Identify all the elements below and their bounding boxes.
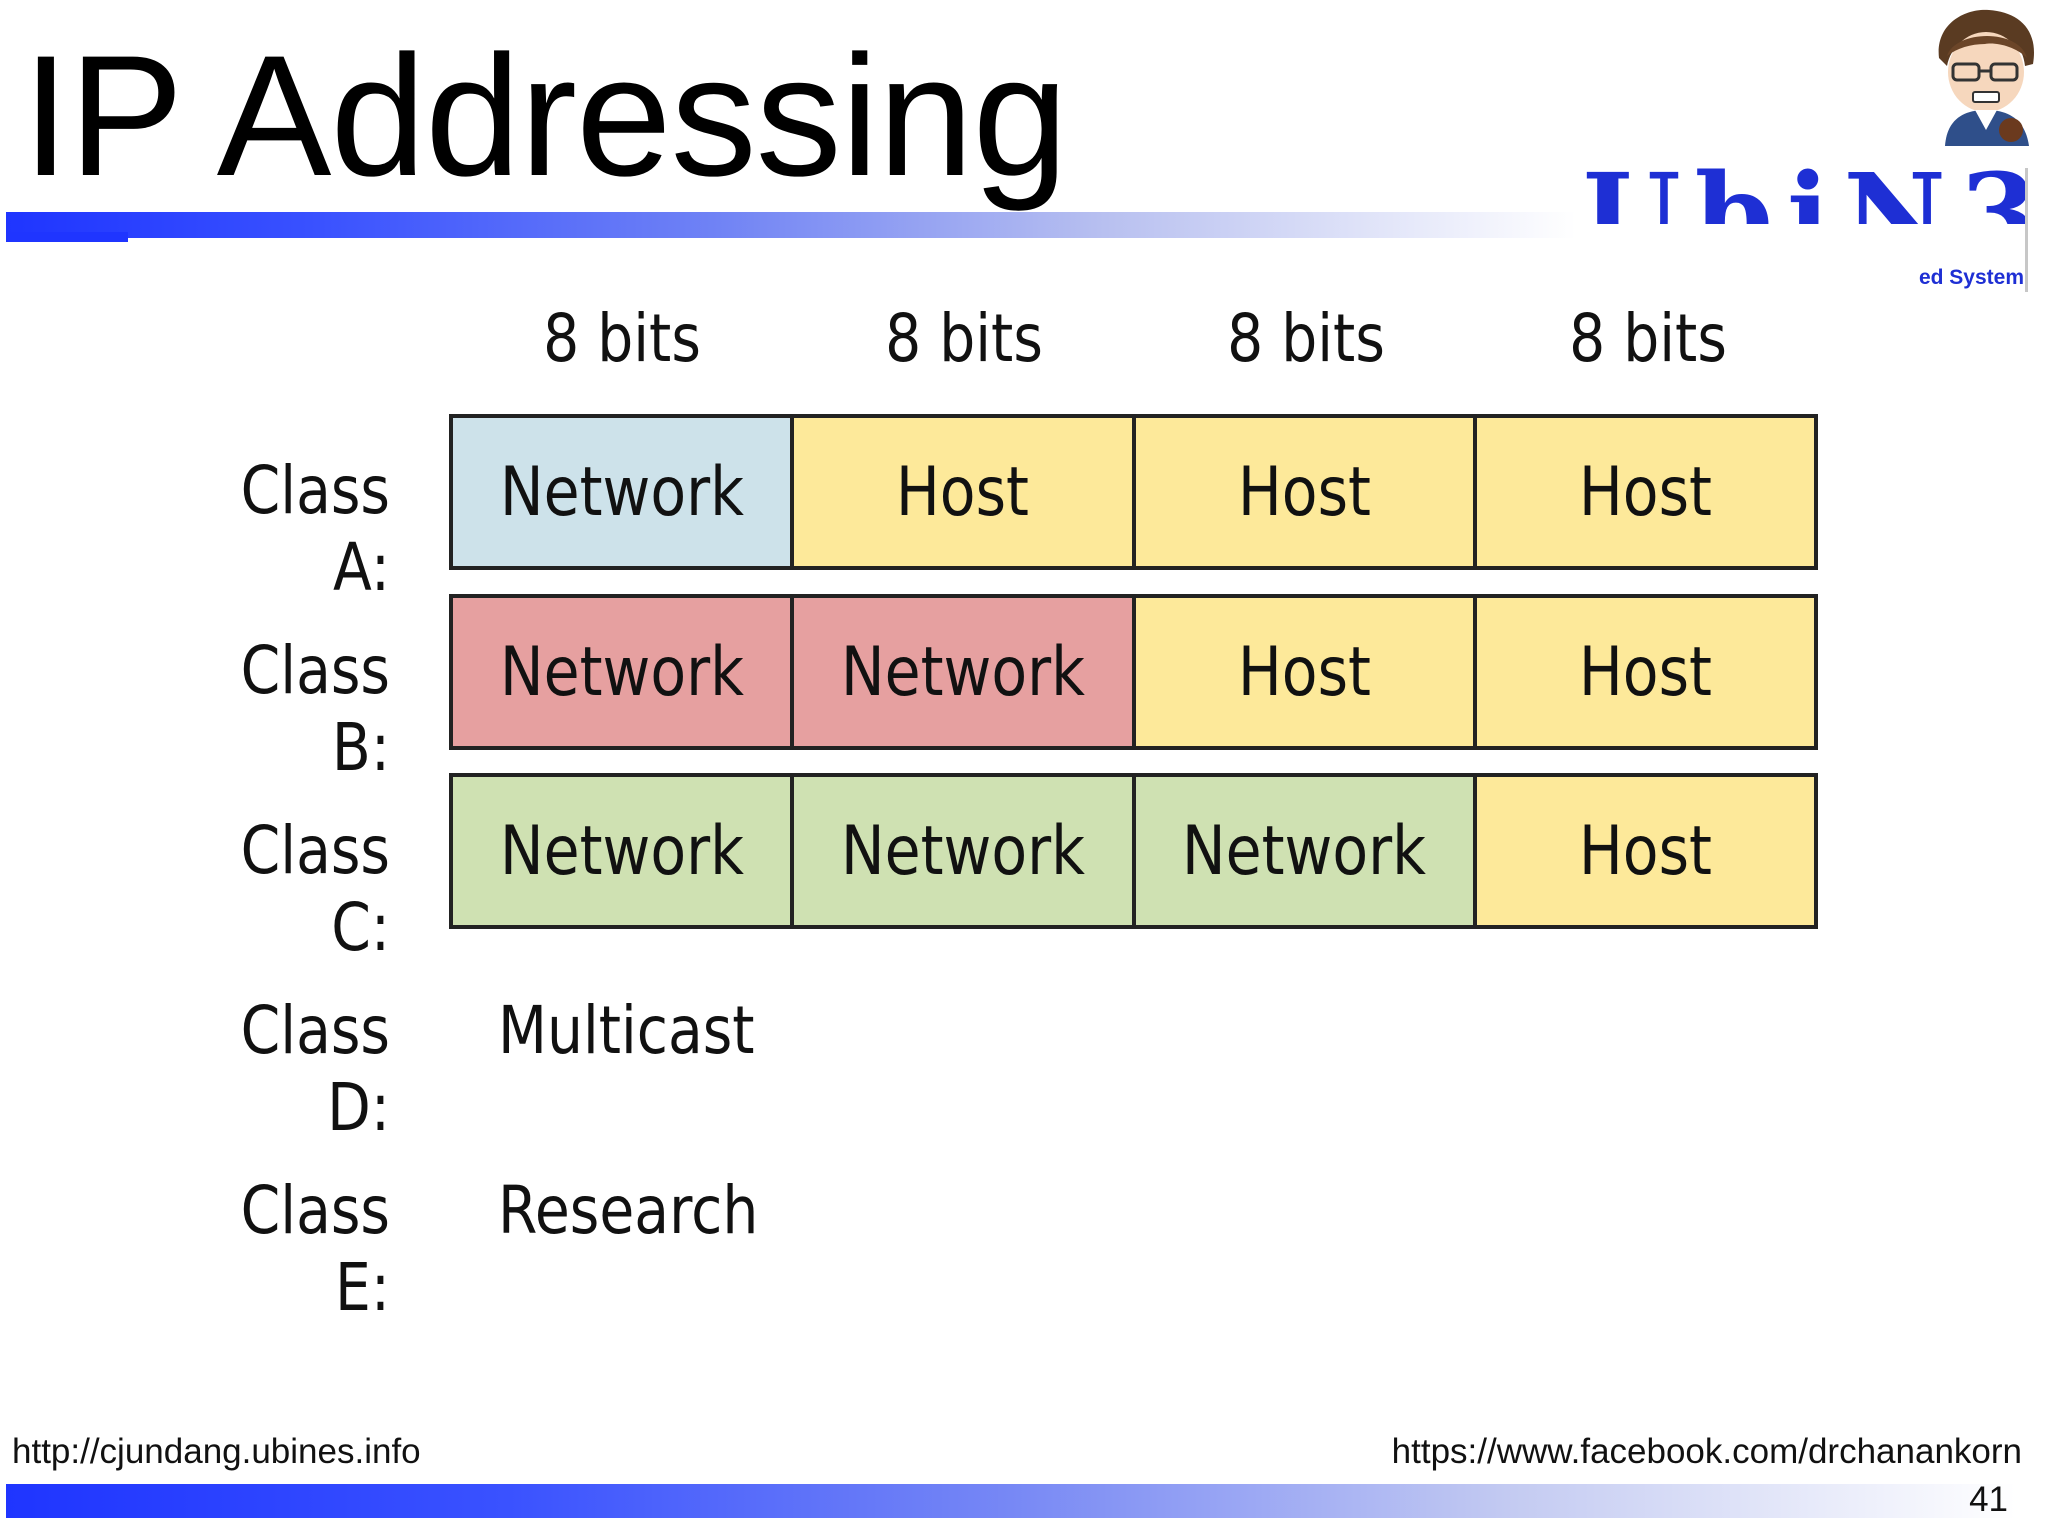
- title-underline: [6, 212, 1576, 238]
- title-underline-accent: [6, 232, 128, 242]
- footer-right-link[interactable]: https://www.facebook.com/drchanankorn: [1391, 1432, 2022, 1471]
- class-a-octet-2: Host: [794, 418, 1136, 566]
- bits-header-1: 8 bits: [543, 300, 701, 377]
- class-a-octet-3: Host: [1135, 418, 1477, 566]
- class-c-octet-1: Network: [453, 777, 795, 925]
- logo-subtitle: ed System: [1918, 266, 2024, 289]
- class-c-octet-2: Network: [794, 777, 1136, 925]
- bits-header-4: 8 bits: [1569, 300, 1727, 377]
- class-c-label: Class C:: [240, 812, 390, 966]
- footer-rule: [6, 1484, 2016, 1518]
- class-a-label: Class A:: [240, 452, 390, 606]
- logo-border: [2025, 168, 2028, 292]
- bits-header-2: 8 bits: [885, 300, 1043, 377]
- class-e-description: Research: [498, 1172, 759, 1249]
- class-a-octet-1: Network: [453, 418, 795, 566]
- footer-left-link[interactable]: http://cjundang.ubines.info: [12, 1432, 421, 1471]
- class-b-octet-4: Host: [1476, 598, 1814, 746]
- class-b-octet-1: Network: [453, 598, 795, 746]
- class-b-octet-2: Network: [794, 598, 1136, 746]
- page-number: 41: [1969, 1480, 2008, 1519]
- class-b-row: Network Network Host Host: [449, 594, 1818, 750]
- slide-title: IP Addressing: [22, 20, 1068, 212]
- class-c-octet-4: Host: [1476, 777, 1814, 925]
- class-a-row: Network Host Host Host: [449, 414, 1818, 570]
- class-d-label: Class D:: [240, 992, 390, 1146]
- author-avatar-icon: [1938, 9, 2034, 146]
- logo-wordmark: UbiN3$: [1583, 168, 2028, 224]
- class-e-label: Class E:: [240, 1172, 390, 1326]
- class-b-label: Class B:: [240, 632, 390, 786]
- bits-header-3: 8 bits: [1227, 300, 1385, 377]
- class-c-row: Network Network Network Host: [449, 773, 1818, 929]
- ubines-logo: UbiN3$ ed System: [1578, 168, 2028, 292]
- class-c-octet-3: Network: [1135, 777, 1477, 925]
- class-d-description: Multicast: [498, 992, 755, 1069]
- class-a-octet-4: Host: [1476, 418, 1814, 566]
- class-b-octet-3: Host: [1135, 598, 1477, 746]
